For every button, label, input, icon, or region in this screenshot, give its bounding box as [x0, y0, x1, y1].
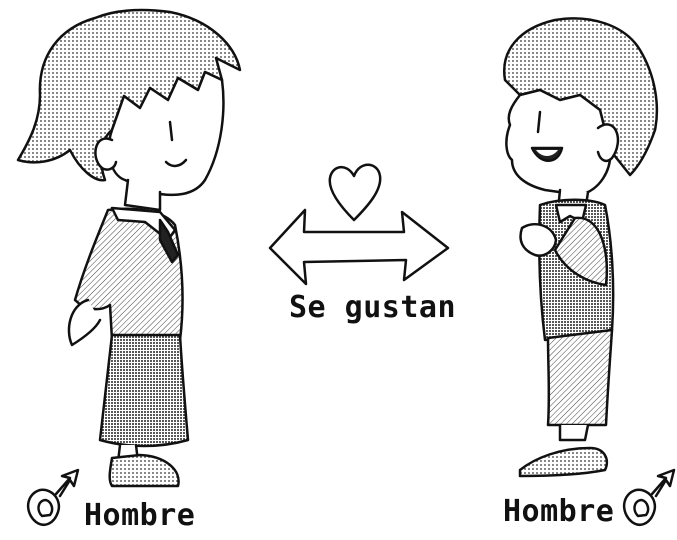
- caption: Se gustan: [289, 290, 457, 325]
- right-man-face: [505, 88, 612, 197]
- left-man-face: [107, 70, 225, 197]
- right-man-shoe: [518, 446, 609, 478]
- left-man-ear: [94, 137, 118, 171]
- right-person-label: Hombre: [503, 494, 615, 529]
- right-man-ear: [596, 123, 620, 163]
- right-man-eye: [536, 110, 542, 134]
- right-man-figure: [502, 17, 659, 478]
- left-man-tie: [158, 218, 180, 264]
- right-man-legs: [558, 423, 590, 442]
- right-man-hand: [519, 223, 558, 257]
- left-man-pants: [98, 333, 190, 448]
- left-man-neck: [123, 178, 162, 212]
- left-man-hair: [16, 8, 242, 182]
- male-symbol-icon: [623, 468, 676, 526]
- left-man-eye: [168, 120, 174, 142]
- right-man-pants: [546, 328, 614, 427]
- right-man-arm: [553, 216, 609, 287]
- double-arrow-icon: [268, 208, 450, 286]
- left-man-mouth: [164, 158, 188, 168]
- left-man-shoe: [108, 453, 180, 488]
- left-person-label: Hombre: [84, 498, 196, 533]
- left-man-arm: [67, 298, 102, 347]
- male-symbol-icon: [27, 468, 80, 526]
- left-man-figure: [16, 8, 242, 488]
- heart-icon: [328, 163, 382, 222]
